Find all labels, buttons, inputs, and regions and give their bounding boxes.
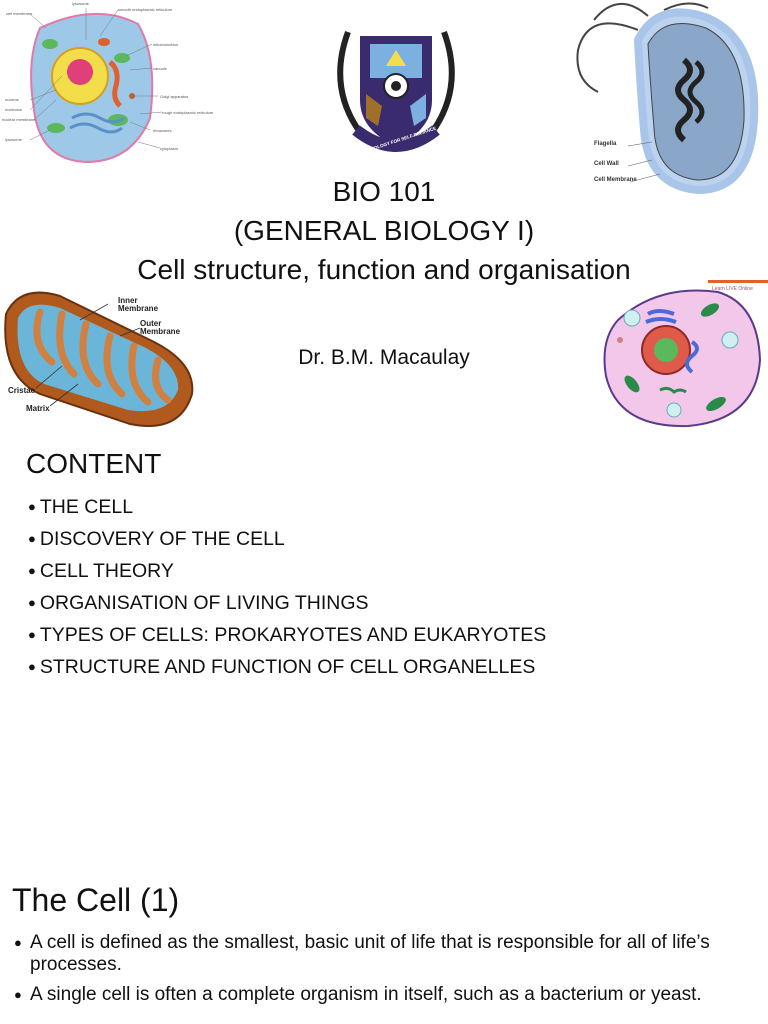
label-cristae: Cristae (8, 386, 36, 395)
label-cell-membrane: cell membrane (6, 11, 33, 16)
list-item: ●ORGANISATION OF LIVING THINGS (28, 592, 369, 614)
label-cytoplasm: cytoplasm (160, 146, 179, 151)
bullet-icon: ● (14, 987, 22, 1002)
content-list: ●THE CELL ●DISCOVERY OF THE CELL ●CELL T… (28, 494, 546, 686)
animal-cell-diagram (29, 8, 163, 164)
the-cell-heading: The Cell (1) (12, 882, 180, 918)
bullet-icon: ● (28, 627, 36, 642)
bullet-icon: ● (28, 563, 36, 578)
watermark: Learn LIVE Online (712, 286, 753, 292)
list-item: ● A single cell is often a complete orga… (14, 984, 702, 1005)
title-slide: lysosome smooth endoplasmic reticulum ce… (0, 0, 768, 432)
list-item: ● A cell is defined as the smallest, bas… (14, 932, 710, 975)
course-code: BIO 101 (332, 176, 436, 207)
bullet-icon: ● (28, 499, 36, 514)
label-bacteria-membrane: Cell Membrane (594, 177, 637, 183)
list-item: ●STRUCTURE AND FUNCTION OF CELL ORGANELL… (28, 656, 536, 678)
author-name: Dr. B.M. Macaulay (298, 346, 470, 369)
label-nucleolus: nucleolus (5, 107, 22, 112)
label-golgi: Golgi apparatus (160, 94, 189, 99)
mitochondrion-diagram (4, 291, 194, 427)
the-cell-slide: The Cell (1) ● A cell is defined as the … (0, 852, 768, 1024)
lecture-topic: Cell structure, function and organisatio… (137, 254, 631, 285)
slide-title: BIO 101 (GENERAL BIOLOGY I) Cell structu… (0, 172, 768, 289)
label-rough-er: rough endoplasmic reticulum (162, 110, 214, 115)
content-slide: CONTENT ●THE CELL ●DISCOVERY OF THE CELL… (0, 432, 768, 852)
label-lysosome: lysosome (72, 1, 89, 6)
bacterium-diagram (576, 2, 759, 195)
bullet-icon: ● (14, 935, 22, 950)
university-logo (337, 30, 455, 152)
list-item: ●THE CELL (28, 496, 134, 518)
list-item: ●CELL THEORY (28, 560, 174, 582)
list-item: ●DISCOVERY OF THE CELL (28, 528, 285, 550)
bullet-icon: ● (28, 659, 36, 674)
label-cell-wall: Cell Wall (594, 161, 619, 167)
label-nuclear-membrane: nuclear membrane (2, 117, 36, 122)
label-mitochondrion: mitochondrion (153, 42, 179, 47)
label-nucleus: nucleus (5, 97, 19, 102)
label-vacuole: vacuole (153, 66, 167, 71)
label-smooth-er: smooth endoplasmic reticulum (118, 7, 173, 12)
label-ribosomes: ribosomes (153, 128, 172, 133)
course-name: (GENERAL BIOLOGY I) (233, 215, 535, 246)
bullet-icon: ● (28, 595, 36, 610)
bullet-icon: ● (28, 531, 36, 546)
animal-cell-illustration (603, 280, 768, 428)
label-flagella: Flagella (594, 141, 617, 147)
content-heading: CONTENT (26, 448, 162, 479)
list-item: ●TYPES OF CELLS: PROKARYOTES AND EUKARYO… (28, 624, 547, 646)
label-matrix: Matrix (26, 404, 50, 413)
label-lysosome-2: lysosome (5, 137, 22, 142)
